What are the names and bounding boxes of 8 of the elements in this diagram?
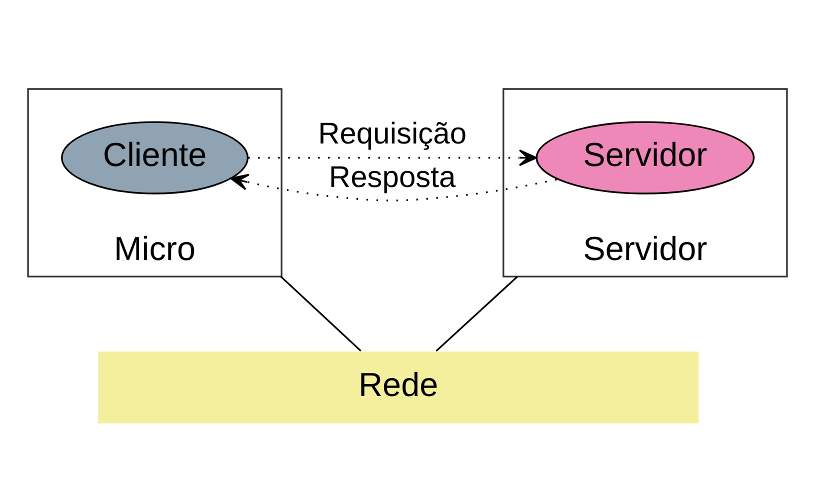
arrow [248,149,538,166]
node-box: Rede [98,352,699,424]
edge-label: Resposta [328,160,456,194]
edge-label: Requisição [318,117,467,150]
node-ellipse: Servidor [536,121,755,194]
connector [436,276,518,352]
connector [280,276,362,352]
arrow [230,174,559,202]
